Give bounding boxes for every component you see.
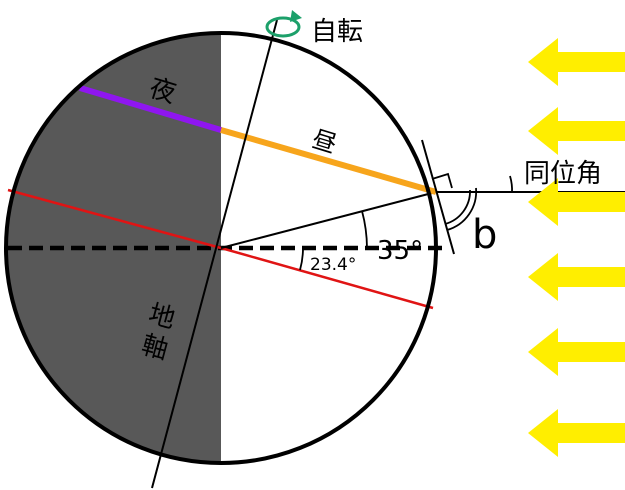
latitude-angle-arc (361, 210, 368, 249)
rotation-arrow-icon (265, 10, 302, 38)
tilt-angle-label: 23.4° (310, 255, 356, 275)
radius-to-observer (220, 191, 437, 249)
sunlight-arrow-icon (528, 38, 625, 457)
corresponding-angle-label: 同位角 (524, 159, 602, 189)
right-angle-marker (431, 172, 453, 189)
latitude-angle-label: 35° (377, 236, 423, 266)
earth-axis (151, 19, 278, 489)
tilted-equator-line (7, 188, 222, 250)
night-segment (79, 85, 222, 133)
earth-outline (4, 31, 438, 465)
angle-b-arc-inner (444, 189, 471, 225)
tilt-angle-arc (299, 247, 304, 271)
rotation-label: 自転 (311, 17, 363, 47)
angle-b-arc-outer (446, 187, 478, 231)
horizon-line (421, 139, 455, 255)
day-segment (220, 127, 437, 195)
tilted-equator-line-right (220, 246, 434, 310)
angle-b-label: b (472, 212, 497, 258)
corresponding-angle-arc (509, 175, 513, 194)
